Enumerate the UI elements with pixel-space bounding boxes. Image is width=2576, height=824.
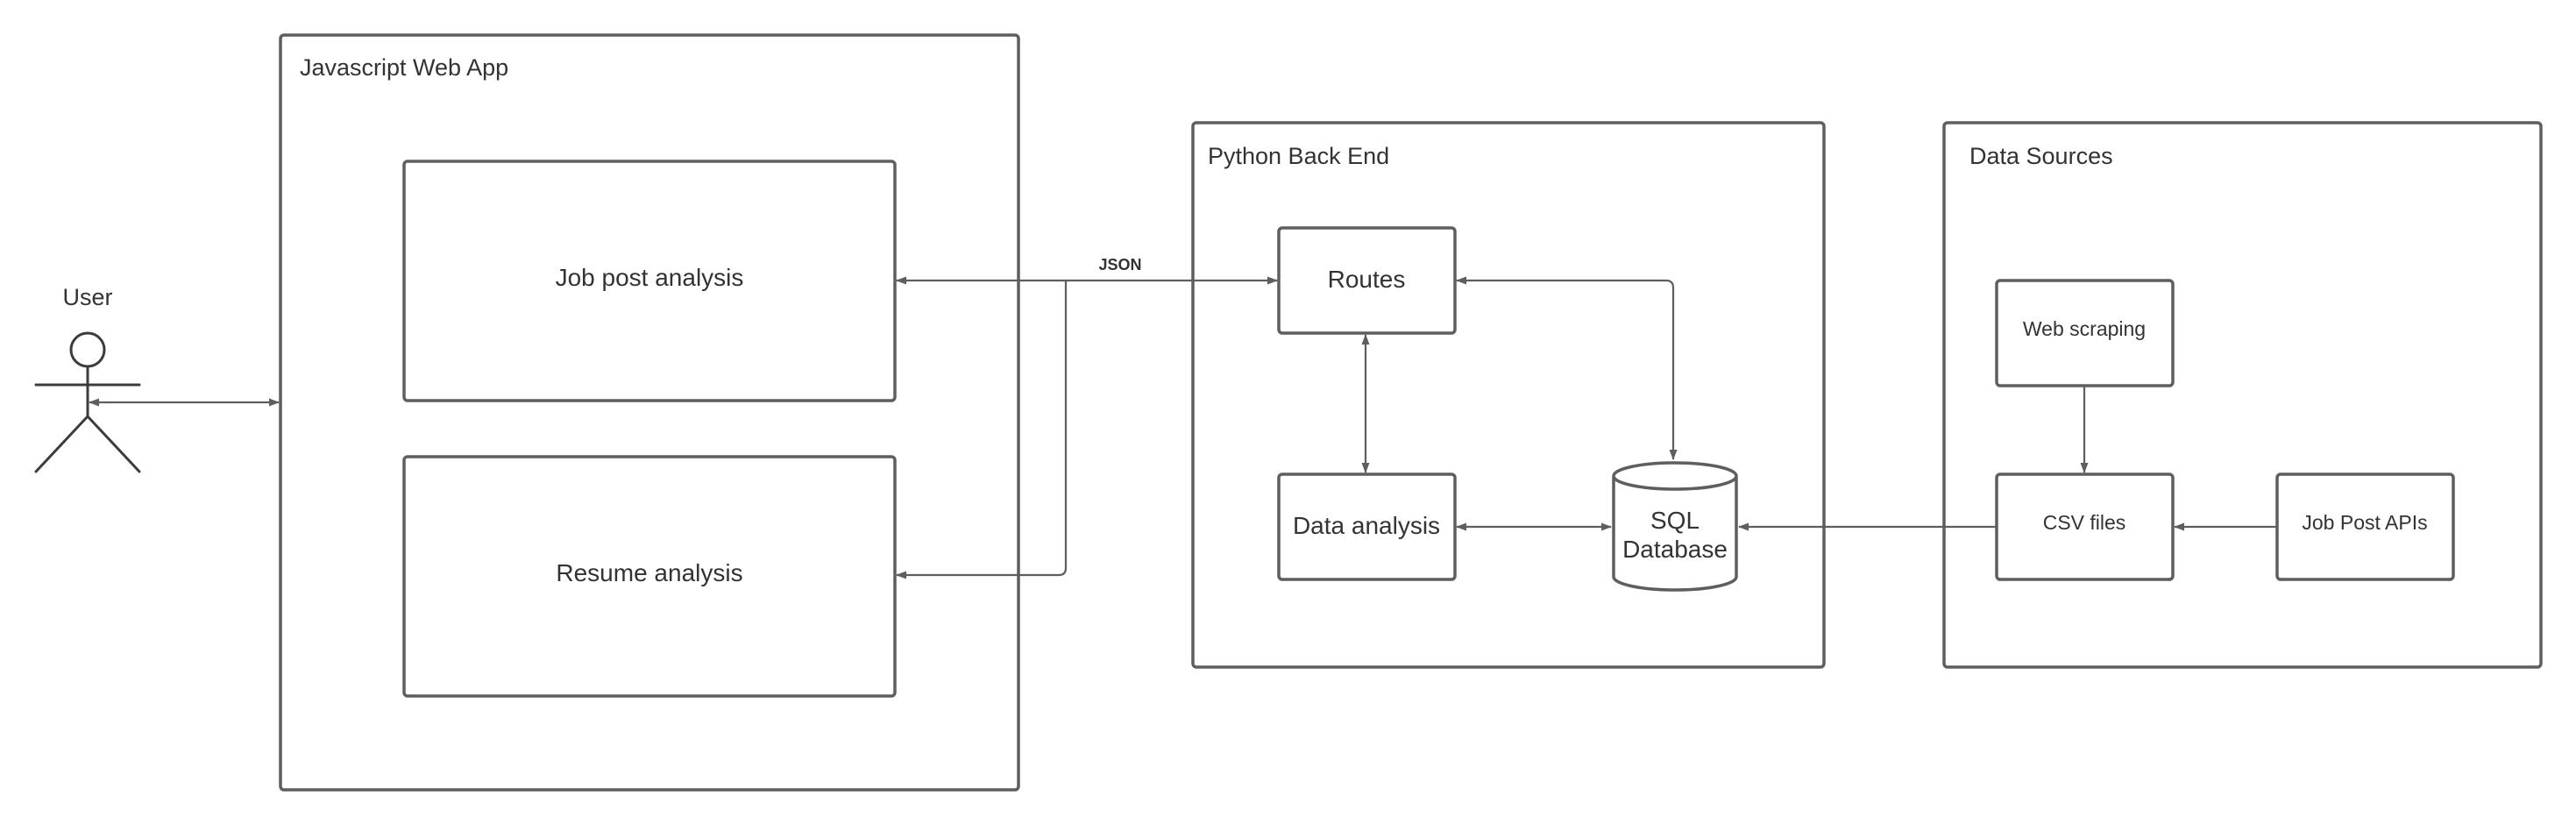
edge-routes-database (1456, 276, 1678, 460)
sql-database-label-line1: SQL (1650, 507, 1700, 534)
user-label: User (62, 284, 112, 310)
job-post-apis-label: Job Post APIs (2302, 511, 2427, 534)
routes-label: Routes (1328, 266, 1406, 293)
user-actor: User (34, 284, 141, 473)
data-analysis-node: Data analysis (1277, 472, 1457, 581)
job-post-apis-node: Job Post APIs (2275, 472, 2455, 581)
web-scraping-label: Web scraping (2023, 317, 2146, 340)
edge-routes-resume (896, 281, 1068, 579)
data-sources-container: Data Sources (1942, 121, 2543, 669)
web-scraping-node: Web scraping (1995, 279, 2175, 387)
webapp-title: Javascript Web App (300, 54, 508, 81)
data-sources-title: Data Sources (1969, 143, 2113, 169)
backend-title: Python Back End (1208, 143, 1389, 169)
sql-database-label-line2: Database (1622, 536, 1728, 563)
csv-files-node: CSV files (1995, 472, 2175, 581)
csv-files-label: CSV files (2043, 511, 2126, 534)
database-cylinder-icon (1612, 461, 1738, 592)
resume-analysis-label: Resume analysis (556, 559, 742, 586)
json-edge-label: JSON (1098, 256, 1141, 273)
job-post-analysis-node: Job post analysis (402, 160, 897, 402)
routes-node: Routes (1277, 226, 1457, 335)
backend-container: Python Back End (1191, 121, 1826, 669)
resume-analysis-node: Resume analysis (402, 455, 897, 698)
data-analysis-label: Data analysis (1293, 512, 1440, 539)
job-post-analysis-label: Job post analysis (556, 264, 744, 291)
stick-figure-icon (34, 331, 141, 473)
sql-database-node: SQL Database (1612, 461, 1738, 592)
